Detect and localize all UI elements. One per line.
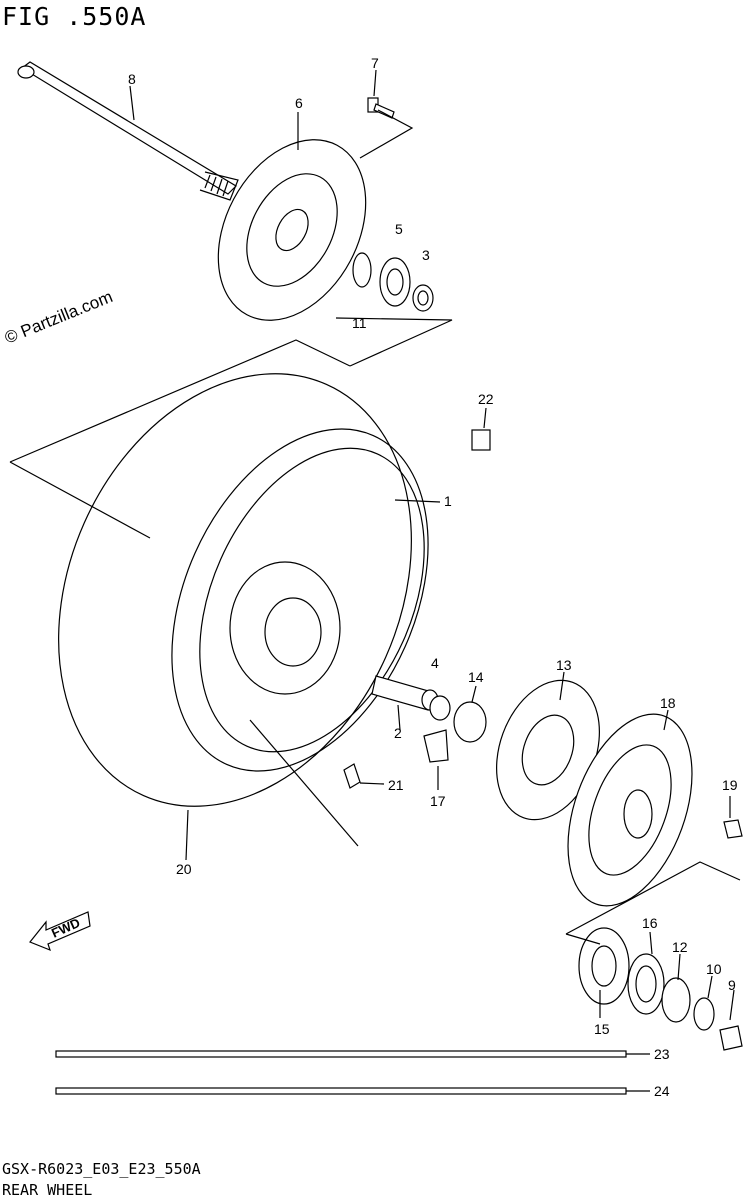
wheel-assembly	[9, 339, 441, 861]
part-label-9: 9	[728, 977, 736, 993]
part-label-1: 1	[444, 493, 452, 509]
part-label-18: 18	[660, 695, 676, 711]
part-label-6: 6	[295, 95, 303, 111]
bolt-part	[359, 69, 414, 159]
part-label-17: 17	[430, 793, 446, 809]
sprocket-part	[565, 709, 743, 935]
right-bearings	[565, 927, 743, 1051]
valve-part	[343, 407, 491, 789]
part-label-5: 5	[395, 221, 403, 237]
part-label-8: 8	[128, 71, 136, 87]
part-label-11: 11	[352, 315, 367, 331]
section-name: REAR WHEEL	[2, 1181, 93, 1199]
axle-part	[17, 61, 239, 201]
part-label-12: 12	[672, 939, 688, 955]
part-label-15: 15	[594, 1021, 610, 1037]
part-label-14: 14	[468, 669, 484, 685]
part-label-4: 4	[431, 655, 439, 671]
part-label-13: 13	[556, 657, 572, 673]
hub-bearings	[335, 252, 453, 367]
part-label-2: 2	[394, 725, 402, 741]
part-label-3: 3	[422, 247, 430, 263]
part-label-21: 21	[388, 777, 404, 793]
part-label-24: 24	[654, 1083, 670, 1099]
coupling-parts	[371, 675, 487, 790]
part-label-22: 22	[478, 391, 494, 407]
model-code: GSX-R6023_E03_E23_550A	[2, 1160, 201, 1178]
chain-part-24	[55, 1087, 650, 1095]
part-label-19: 19	[722, 777, 738, 793]
chain-part-23	[55, 1050, 650, 1058]
brake-disc-part	[217, 112, 367, 321]
figure-title: FIG .550A	[2, 2, 147, 31]
part-label-10: 10	[706, 961, 722, 977]
part-label-23: 23	[654, 1046, 670, 1062]
part-label-20: 20	[176, 861, 192, 877]
forward-arrow: FWD	[29, 911, 91, 952]
part-label-16: 16	[642, 915, 658, 931]
part-label-7: 7	[371, 55, 379, 71]
